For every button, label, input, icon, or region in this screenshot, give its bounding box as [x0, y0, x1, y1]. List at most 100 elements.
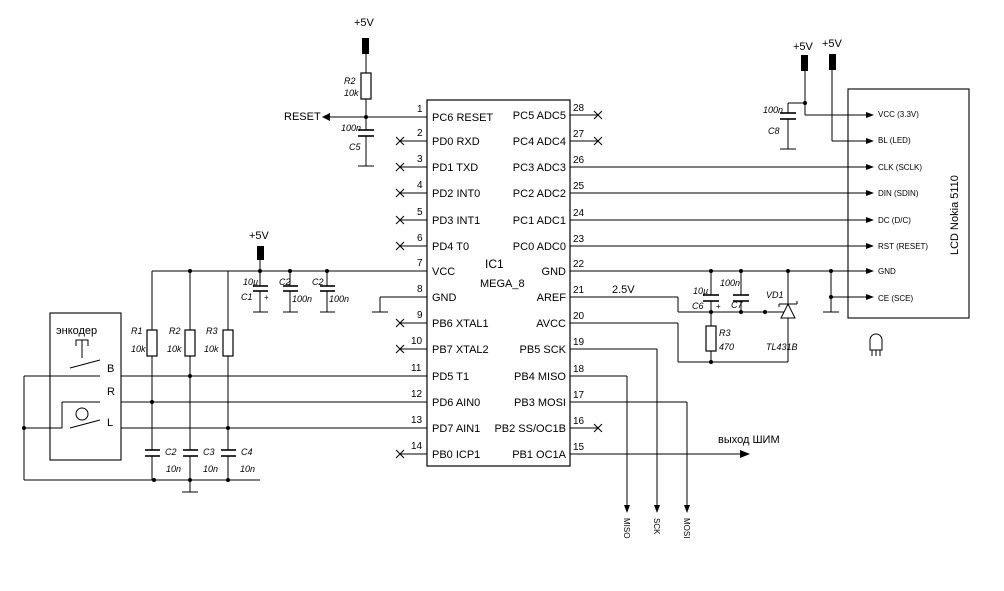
c2c-val: 10n: [166, 464, 181, 474]
pin-label-23: PC0 ADC0: [513, 241, 566, 253]
c2c-ref: C2: [165, 447, 177, 457]
pin-num-26: 26: [573, 155, 585, 166]
lcd-pin-rst: RST (RESET): [878, 242, 928, 251]
encoder-pin-r: R: [107, 386, 115, 398]
lcd-pin-din: DIN (SDIN): [878, 189, 919, 198]
reset-arrow: [322, 113, 330, 121]
ic-name: IC1: [485, 257, 504, 271]
c6-ref: C6: [692, 301, 704, 311]
pin-num-28: 28: [573, 103, 585, 114]
pin-label-6: PD4 T0: [432, 241, 469, 253]
c3-ref: C3: [203, 447, 215, 457]
pin-num-27: 27: [573, 129, 585, 140]
pin-num-2: 2: [417, 128, 423, 139]
lcd-box: [847, 88, 970, 319]
c2a-ref: C2: [279, 277, 291, 287]
vcc-label-r2: +5V: [354, 17, 375, 29]
rr2-ref: R2: [169, 326, 181, 336]
ic-body: [426, 99, 571, 467]
encoder-box: [49, 312, 122, 461]
c5-val: 100n: [341, 123, 361, 133]
pin-num-3: 3: [417, 154, 423, 165]
pin-label-22: GND: [542, 266, 567, 278]
r2-ref: R2: [344, 76, 356, 86]
ic-right-pins: 28 27 26 25 24 23 22 21 20 19 18 17 16 1…: [494, 103, 598, 461]
pin-label-14: PB0 ICP1: [432, 449, 480, 461]
lcd-module: LCD Nokia 5110 VCC (3.3V) BL (LED) CLK (…: [847, 88, 970, 356]
ic-model: MEGA_8: [480, 278, 525, 290]
lcd-pin-bl: BL (LED): [878, 136, 911, 145]
pin-num-7: 7: [417, 258, 423, 269]
pin-label-8: GND: [432, 292, 457, 304]
aref-voltage: 2.5V: [612, 284, 635, 296]
r2-val: 10k: [344, 88, 359, 98]
resistor-r3-470: [705, 325, 717, 352]
encoder-wiring: [22, 375, 400, 493]
c2a-val: 100n: [292, 294, 312, 304]
lcd-power: +5V 100n C8 +5V: [763, 38, 874, 150]
encoder-title: энкодер: [56, 325, 97, 337]
pin-num-21: 21: [573, 285, 585, 296]
lcd-title: LCD Nokia 5110: [949, 175, 961, 255]
pin-num-24: 24: [573, 208, 585, 219]
pin-label-28: PC5 ADC5: [513, 110, 566, 122]
pin-num-16: 16: [573, 416, 585, 427]
pin-num-11: 11: [411, 363, 422, 374]
c8-val: 100n: [763, 105, 783, 115]
resistor-r2b: [184, 329, 196, 357]
pin-label-17: PB3 MOSI: [514, 397, 566, 409]
mosi-label: MOSI: [682, 518, 691, 538]
c2b-val: 100n: [329, 294, 349, 304]
sck-label: SCK: [652, 518, 661, 535]
pin-label-21: AREF: [537, 292, 567, 304]
c4-val: 10n: [240, 464, 255, 474]
pin-label-16: PB2 SS/OC1B: [494, 423, 566, 435]
pin-label-24: PC1 ADC1: [513, 215, 566, 227]
r1-ref: R1: [131, 326, 143, 336]
pin-num-9: 9: [417, 310, 423, 321]
c7-val: 100n: [720, 278, 740, 288]
lcd-pin-gnd: GND: [878, 267, 896, 276]
rr3-ref: R3: [719, 328, 731, 338]
vd1-ref: VD1: [766, 290, 784, 300]
ic-left-pins: 1 2 3 4 5 6 7 8 9 10 11 12 13 14 PC6 RES…: [400, 104, 493, 461]
resistor-r3: [222, 329, 234, 357]
pin-label-27: PC4 ADC4: [513, 136, 566, 148]
pin-num-15: 15: [573, 442, 585, 453]
pin-num-13: 13: [411, 415, 423, 426]
pin-num-19: 19: [573, 337, 585, 348]
pin-label-13: PD7 AIN1: [432, 423, 480, 435]
c6-plus: +: [716, 302, 721, 311]
c5-ref: C5: [349, 142, 361, 152]
pin-num-25: 25: [573, 181, 585, 192]
encoder-block: энкодер B R L: [49, 312, 122, 461]
vcc-label-c1: +5V: [249, 230, 270, 242]
encoder-pin-b: B: [107, 363, 114, 375]
pin-num-22: 22: [573, 259, 585, 270]
tl431-diode-icon: [780, 302, 796, 319]
pin-num-12: 12: [411, 389, 423, 400]
pin-num-4: 4: [417, 180, 423, 191]
miso-label: MISO: [622, 518, 631, 538]
encoder-pin-l: L: [107, 417, 113, 429]
pin-num-18: 18: [573, 364, 585, 375]
encoder-knob-icon: [75, 407, 89, 421]
aref-circuit: 2.5V 10µ C6 + R3 470 100n C7: [598, 269, 798, 364]
lcd-pin-vcc: VCC (3.3V): [878, 110, 919, 119]
regulator-icon: [869, 333, 883, 351]
c4-ref: C4: [241, 447, 253, 457]
pin-num-8: 8: [417, 284, 423, 295]
pin-label-11: PD5 T1: [432, 371, 469, 383]
c1-ref: C1: [241, 292, 253, 302]
vcc-label-lcd2: +5V: [822, 38, 843, 50]
pin-num-10: 10: [411, 336, 423, 347]
vcc-label-lcd1: +5V: [793, 41, 814, 53]
c2b-ref: C2: [312, 277, 324, 287]
c7-ref: C7: [731, 300, 743, 310]
pin-num-6: 6: [417, 233, 423, 244]
c3-val: 10n: [203, 464, 218, 474]
pin-num-23: 23: [573, 234, 585, 245]
lcd-signal-lines: [598, 164, 874, 313]
pin-label-7: VCC: [432, 266, 455, 278]
